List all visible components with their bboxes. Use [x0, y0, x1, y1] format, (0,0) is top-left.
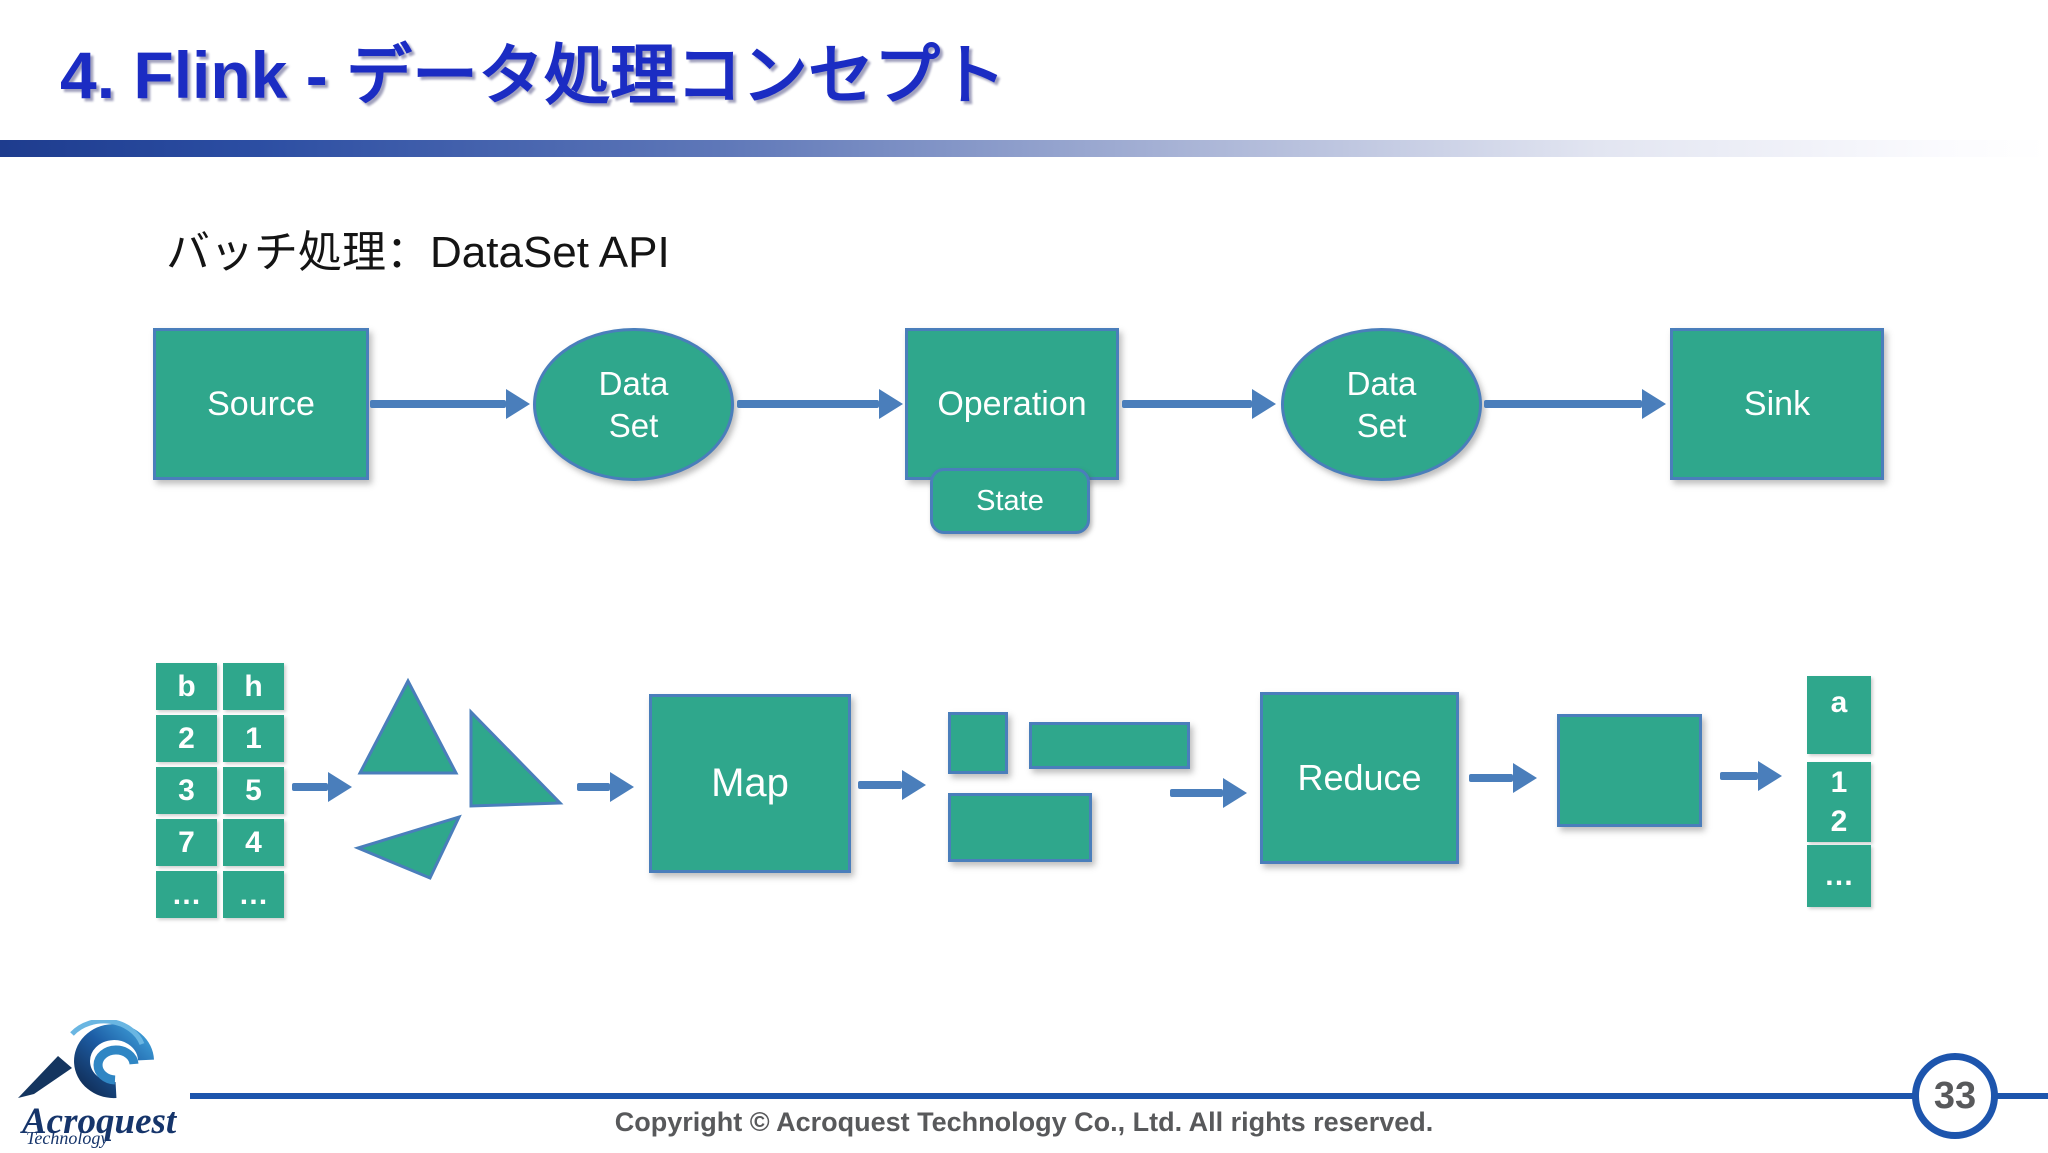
copyright-text: Copyright © Acroquest Technology Co., Lt…	[614, 1107, 1434, 1137]
sink-node: Sink	[1670, 328, 1884, 480]
map-node: Map	[649, 694, 851, 873]
table-cell: 1 2	[1807, 762, 1871, 842]
arrow-right-icon	[737, 400, 879, 408]
page-number-badge: 33	[1912, 1053, 1998, 1139]
intermediate-rect	[948, 793, 1092, 862]
dataset-ellipse: Data Set	[1281, 328, 1482, 481]
title-underline	[0, 140, 2048, 157]
operation-node: Operation	[905, 328, 1119, 480]
table-cell: 3	[156, 767, 217, 814]
arrow-right-icon	[1469, 774, 1513, 782]
triangle-up-icon	[357, 677, 459, 775]
acroquest-logo-icon	[18, 1020, 154, 1099]
arrow-right-icon	[1170, 789, 1223, 797]
arrow-right-icon	[292, 783, 328, 791]
dataset-ellipse: Data Set	[533, 328, 734, 481]
page-title: 4. Flink - データ処理コンセプト	[60, 38, 1007, 112]
table-cell: 2	[156, 715, 217, 762]
arrow-right-icon	[1720, 772, 1758, 780]
reduce-node: Reduce	[1260, 692, 1459, 864]
table-cell: …	[1807, 845, 1871, 907]
slide-subtitle: バッチ処理：DataSet API	[166, 228, 670, 277]
triangle-shapes	[353, 677, 564, 880]
arrow-right-icon	[858, 781, 902, 789]
triangle-right-icon	[469, 708, 564, 808]
arrow-right-icon	[370, 400, 506, 408]
state-node: State	[930, 468, 1090, 534]
result-box	[1557, 714, 1702, 827]
table-cell: …	[156, 871, 217, 918]
input-table: b h 2 1 3 5 7 4 … …	[156, 663, 284, 918]
table-header-cell: b	[156, 663, 217, 710]
table-cell: 1	[223, 715, 284, 762]
arrow-right-icon	[1122, 400, 1252, 408]
logo-wordmark: Acroquest	[22, 1101, 177, 1142]
triangle-left-icon	[353, 814, 462, 880]
logo-subtitle: Technology	[26, 1128, 109, 1148]
table-cell: 5	[223, 767, 284, 814]
intermediate-rect	[948, 712, 1008, 774]
arrow-right-icon	[1484, 400, 1642, 408]
table-header-cell: a	[1807, 676, 1871, 754]
table-cell: 4	[223, 819, 284, 866]
table-cell: 7	[156, 819, 217, 866]
intermediate-rect	[1029, 722, 1190, 769]
source-node: Source	[153, 328, 369, 480]
arrow-right-icon	[577, 783, 610, 791]
table-header-cell: h	[223, 663, 284, 710]
table-cell: …	[223, 871, 284, 918]
footer-divider	[190, 1093, 2048, 1099]
